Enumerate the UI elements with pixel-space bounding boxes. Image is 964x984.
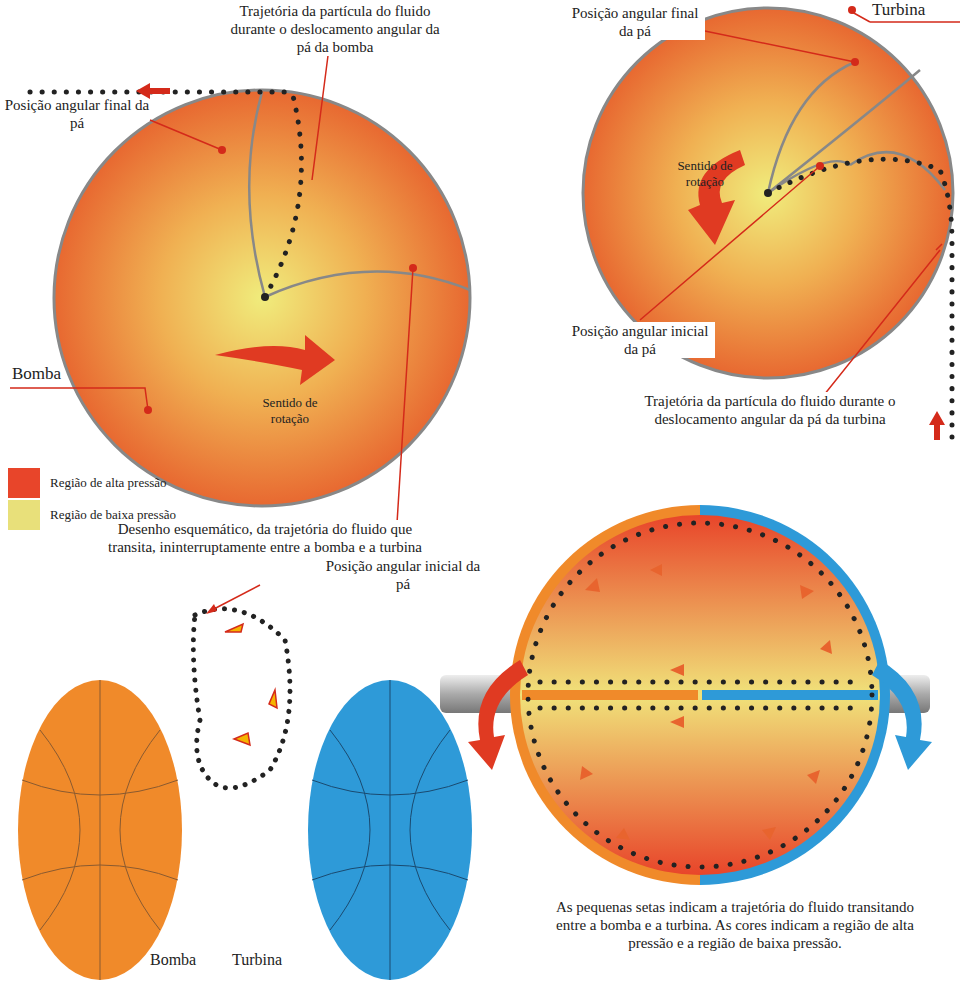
schematic-note: Desenho esquemático, da trajetória do fl… (95, 520, 435, 556)
rotation-label: Sentido de rotação (665, 158, 745, 189)
label-turbine-initial: Posição angular inicial da pá (565, 322, 715, 358)
label-pump-final: Posição angular final da pá (2, 96, 152, 132)
caption-note: As pequenas setas indicam a trajetória d… (545, 898, 925, 952)
label-pump-initial: Posição angular inicial da pá (318, 557, 488, 593)
part-name: Turbina (872, 0, 960, 20)
rotation-label: Sentido de rotação (250, 395, 330, 426)
label-pump-path: Trajetória da partícula do fluido durant… (230, 2, 440, 56)
label-turbine-path: Trajetória da partícula do fluido durant… (620, 392, 920, 428)
legend-swatch (8, 468, 40, 498)
part-name: Turbina (232, 950, 312, 969)
part-name: Bomba (150, 950, 220, 969)
legend-swatch (8, 500, 40, 530)
label-turbine-final: Posição angular final da pá (565, 4, 705, 40)
legend-text: Região de baixa pressão (50, 507, 176, 523)
part-name: Bomba (12, 364, 92, 384)
legend-text: Região de alta pressão (50, 475, 167, 491)
